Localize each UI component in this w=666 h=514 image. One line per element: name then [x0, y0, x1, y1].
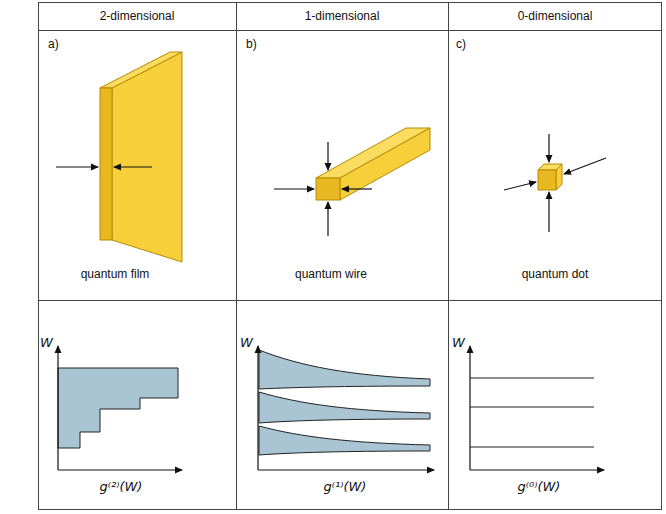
quantum-wire — [316, 128, 430, 200]
table-grid — [38, 2, 662, 510]
confinement-arrows — [504, 134, 606, 232]
quantum-film — [100, 52, 182, 262]
structure-name: quantum wire — [276, 267, 386, 281]
axis-label: g⁽⁰⁾(W) — [484, 480, 594, 494]
axis-label: W — [40, 336, 53, 350]
structure-name: quantum dot — [500, 267, 610, 281]
quantum-dot — [538, 164, 562, 190]
panel-letter: a) — [48, 37, 59, 51]
density-of-states-0d — [470, 346, 604, 470]
axis-label: g⁽²⁾(W) — [66, 480, 176, 494]
structure-name: quantum film — [60, 267, 170, 281]
axis-label: W — [452, 336, 465, 350]
column-header: 2-dimensional — [38, 9, 236, 23]
column-header: 1-dimensional — [236, 9, 448, 23]
confinement-arrows — [56, 166, 152, 167]
axis-label: g⁽¹⁾(W) — [290, 480, 400, 494]
axis-label: W — [240, 336, 253, 350]
panel-letter: b) — [246, 37, 257, 51]
panel-letter: c) — [456, 37, 466, 51]
density-of-states-2d — [58, 346, 182, 470]
column-header: 0-dimensional — [448, 9, 662, 23]
confinement-arrows — [274, 142, 372, 236]
density-of-states-1d — [258, 346, 434, 470]
